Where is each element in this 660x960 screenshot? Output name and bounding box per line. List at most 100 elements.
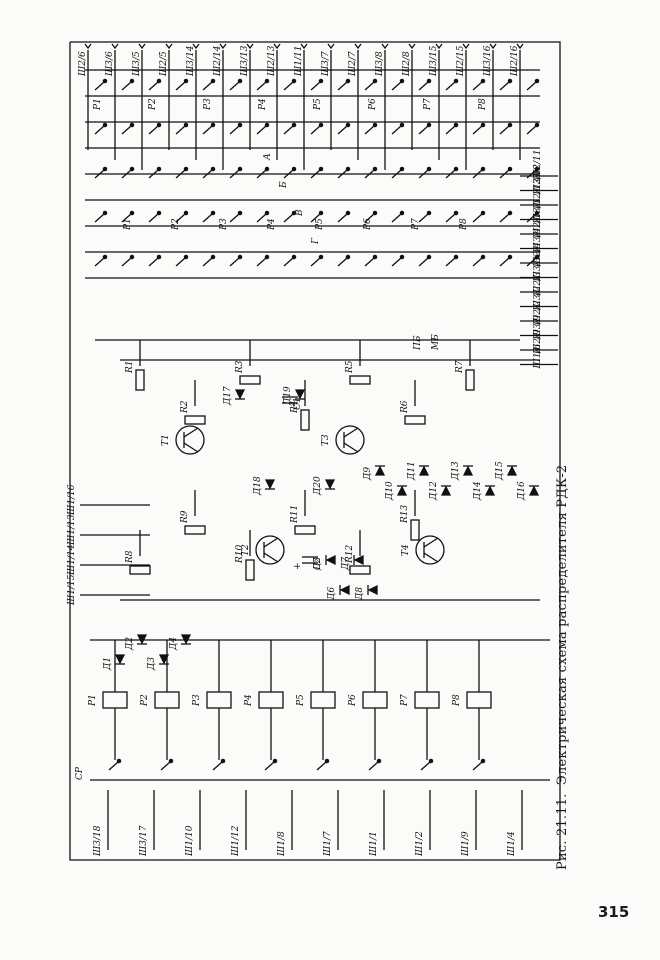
diode-label-11: Д12 xyxy=(429,481,439,501)
relay-contact-m-11-1 xyxy=(391,125,402,135)
contact-point-coil-contact-2 xyxy=(220,758,226,764)
contact-point-m-0-4 xyxy=(102,254,108,260)
contact-point-m-8-4 xyxy=(318,254,324,260)
relay-contact-m-14-2 xyxy=(472,169,483,179)
diode-label-14: Д15 xyxy=(495,461,505,481)
contact-point-m-13-4 xyxy=(453,254,459,260)
diode-14 xyxy=(506,465,518,476)
relay-coil-3 xyxy=(258,691,284,709)
diode-label-18: Д19 xyxy=(283,386,293,406)
contact-point-m-8-3 xyxy=(318,210,324,216)
contact-point-m-2-4 xyxy=(156,254,162,260)
contact-point-m-4-1 xyxy=(210,122,216,128)
contact-point-m-7-4 xyxy=(291,254,297,260)
connector-pin-top-7 xyxy=(273,43,281,50)
relay-contact-m-0-4 xyxy=(94,257,105,267)
contact-point-m-12-4 xyxy=(426,254,432,260)
contact-point-m-4-3 xyxy=(210,210,216,216)
components xyxy=(84,43,540,771)
relay-contact-m-10-0 xyxy=(364,81,375,91)
diode-7 xyxy=(367,584,378,596)
diode-2 xyxy=(158,654,170,665)
contact-point-m-0-1 xyxy=(102,122,108,128)
contact-point-coil-contact-5 xyxy=(376,758,382,764)
diode-label-0: Д1 xyxy=(103,657,113,671)
resistor-r10 xyxy=(245,559,255,581)
diode-label-1: Д2 xyxy=(125,637,135,651)
resistor-label-2: R3 xyxy=(235,360,245,374)
relay-coil-1 xyxy=(154,691,180,709)
contact-point-m-0-0 xyxy=(102,78,108,84)
resistor-r3 xyxy=(239,375,261,385)
relay-contact-m-7-0 xyxy=(283,81,294,91)
resistor-r13 xyxy=(410,519,420,541)
relay-contact-coil-contact-2 xyxy=(212,761,223,771)
diode-body xyxy=(528,485,540,496)
contact-point-m-12-3 xyxy=(426,210,432,216)
resistor-label-7: R8 xyxy=(125,550,135,564)
capacitor-label-0: С1 xyxy=(293,397,303,410)
relay-contact-m-0-0 xyxy=(94,81,105,91)
relay-contact-m-3-1 xyxy=(175,125,186,135)
contact-point-m-16-0 xyxy=(534,78,540,84)
resistor-label-4: R5 xyxy=(345,360,355,374)
relay-contact-m-1-2 xyxy=(121,169,132,179)
left-connector-3: Ш1/15 xyxy=(67,574,77,606)
resistor-label-5: R6 xyxy=(400,400,410,414)
resistor-r1 xyxy=(135,369,145,391)
diode-3 xyxy=(180,634,192,645)
relay-contact-m-6-0 xyxy=(256,81,267,91)
connector-pin-top-13 xyxy=(435,43,443,50)
contact-point-m-8-1 xyxy=(318,122,324,128)
relay-contact-coil-contact-4 xyxy=(316,761,327,771)
relay-contact-m-4-2 xyxy=(202,169,213,179)
diode-16 xyxy=(234,389,246,400)
connector-label-top-12: Ш2/8 xyxy=(402,51,412,77)
relay-contact-m-12-0 xyxy=(418,81,429,91)
resistor-label-9: R10 xyxy=(235,544,245,564)
relay-contact-m-3-0 xyxy=(175,81,186,91)
right-connector-3: Ш3/1 xyxy=(533,199,543,225)
right-connector-0: Ш2/11 xyxy=(533,150,543,181)
relay-contact-m-3-2 xyxy=(175,169,186,179)
diode-11 xyxy=(440,485,452,496)
transistor-emitter xyxy=(183,442,199,453)
diode-13 xyxy=(484,485,496,496)
relay-contact-m-10-2 xyxy=(364,169,375,179)
contact-point-m-7-3 xyxy=(291,210,297,216)
right-connector-13: Ш1/6 xyxy=(533,343,543,369)
contact-point-m-0-2 xyxy=(102,166,108,172)
contact-point-m-4-0 xyxy=(210,78,216,84)
diode-8 xyxy=(374,465,386,476)
diode-label-12: Д13 xyxy=(451,461,461,481)
contact-point-coil-contact-7 xyxy=(480,758,486,764)
contact-point-m-11-4 xyxy=(399,254,405,260)
resistor-label-3: R4 xyxy=(290,400,300,414)
contact-point-m-9-2 xyxy=(345,166,351,172)
relay-contact-m-11-4 xyxy=(391,257,402,267)
diode-body xyxy=(180,634,192,645)
diode-label-13: Д14 xyxy=(473,481,483,501)
diode-body xyxy=(339,584,350,596)
relay-contact-coil-contact-3 xyxy=(264,761,275,771)
bottom-connector-2: Ш1/10 xyxy=(185,825,195,857)
relay-contact-m-13-2 xyxy=(445,169,456,179)
diode-17 xyxy=(264,479,276,490)
contact-point-m-12-1 xyxy=(426,122,432,128)
contact-point-m-6-1 xyxy=(264,122,270,128)
contact-point-m-15-0 xyxy=(507,78,513,84)
contact-point-m-15-4 xyxy=(507,254,513,260)
relay-coil-label-2: Р3 xyxy=(192,694,202,707)
relay-contact-m-7-2 xyxy=(283,169,294,179)
relay-contact-m-4-4 xyxy=(202,257,213,267)
connector-pin-top-14 xyxy=(462,43,470,50)
matrix-relay-label-b-0: Р1 xyxy=(123,218,133,231)
diode-1 xyxy=(136,634,148,645)
relay-contact-m-15-2 xyxy=(499,169,510,179)
contact-point-m-10-1 xyxy=(372,122,378,128)
relay-contact-m-7-3 xyxy=(283,213,294,223)
contact-point-m-15-1 xyxy=(507,122,513,128)
contact-point-m-13-3 xyxy=(453,210,459,216)
relay-contact-m-6-3 xyxy=(256,213,267,223)
